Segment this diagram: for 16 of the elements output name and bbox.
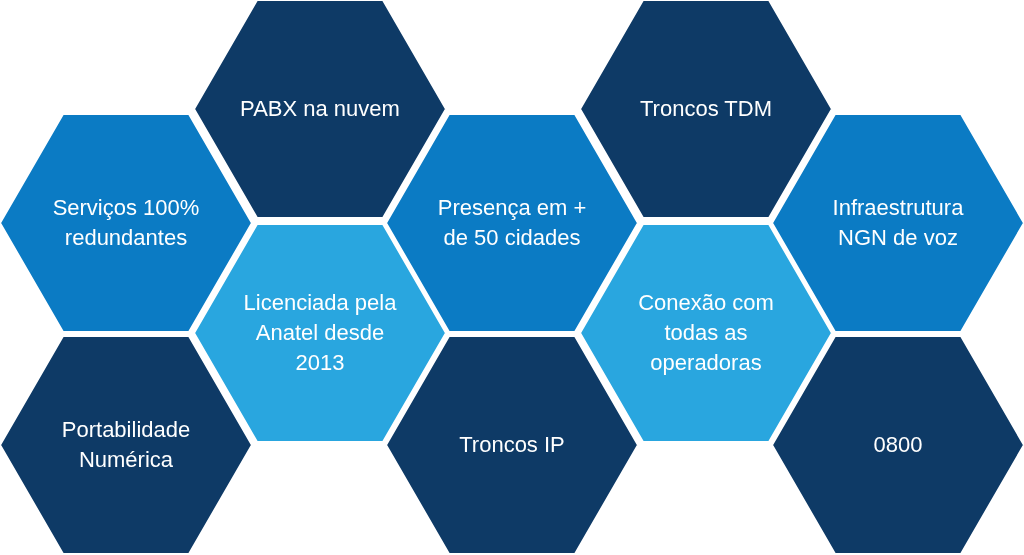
tile-label: PABX na nuvem: [239, 95, 401, 123]
hexagon-tile: [772, 114, 1024, 332]
tile-label: Presença em + de 50 cidades: [436, 194, 588, 252]
hexagon-tile: [194, 224, 446, 442]
tile-label: Conexão com todas as operadoras: [637, 289, 775, 377]
tile-label: 0800: [872, 431, 924, 459]
tile-label: Portabilidade Numérica: [60, 416, 192, 474]
tile-label: Infraestrutura NGN de voz: [831, 194, 965, 252]
hexagon-tile: [0, 336, 252, 554]
tile-label: Serviços 100% redundantes: [51, 194, 201, 252]
tile-label: Troncos TDM: [639, 95, 773, 123]
hexagon-tile: [772, 336, 1024, 554]
tile-label: Troncos IP: [458, 431, 566, 459]
hexagon-tile: [386, 336, 638, 554]
tile-label: Licenciada pela Anatel desde 2013: [242, 289, 398, 377]
hexagon-tile: [580, 224, 832, 442]
